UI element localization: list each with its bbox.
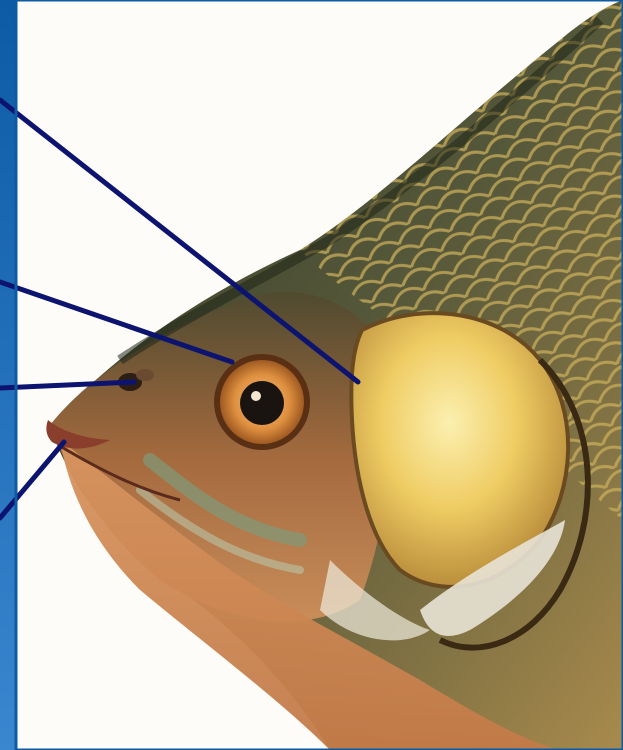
fish-eye-glint: [251, 391, 261, 401]
fish-eye-pupil: [240, 381, 284, 425]
